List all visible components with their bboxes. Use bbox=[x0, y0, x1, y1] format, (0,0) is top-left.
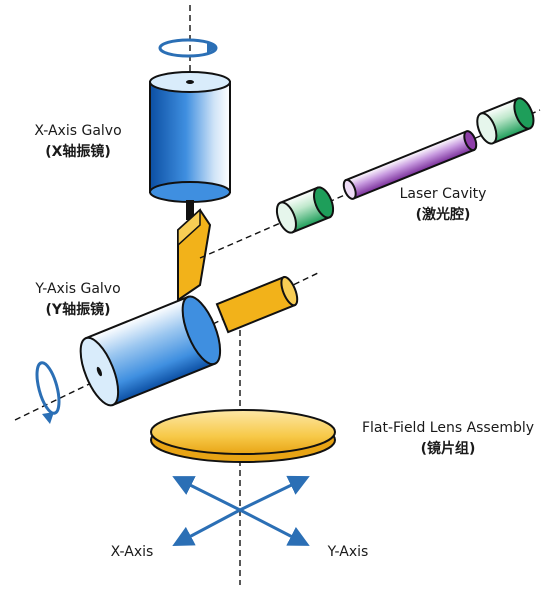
lens-assembly-label-cn: (镜片组) bbox=[421, 440, 476, 457]
y-galvo-mirror bbox=[215, 275, 299, 334]
y-galvo-label-cn: (Y轴振镜) bbox=[46, 301, 111, 318]
x-galvo-mirror bbox=[177, 208, 212, 302]
x-galvo-label-cn: (X轴振镜) bbox=[45, 143, 111, 160]
laser-cavity-label-cn: (激光腔) bbox=[416, 206, 471, 223]
lens-assembly-label: Flat-Field Lens Assembly bbox=[362, 420, 534, 436]
laser-cavity bbox=[275, 97, 535, 234]
x-axis-label: X-Axis bbox=[111, 544, 154, 560]
y-galvo-rotation-icon bbox=[35, 361, 61, 424]
y-galvo-label: Y-Axis Galvo bbox=[34, 281, 120, 297]
flat-field-lens bbox=[150, 409, 336, 463]
y-axis-label: Y-Axis bbox=[327, 544, 369, 560]
x-axis-galvo bbox=[149, 71, 231, 220]
scan-axis-arrows bbox=[172, 475, 310, 546]
x-galvo-rotation-icon bbox=[158, 38, 218, 58]
laser-cavity-label: Laser Cavity bbox=[400, 186, 487, 202]
y-axis-galvo bbox=[79, 295, 222, 407]
x-galvo-label: X-Axis Galvo bbox=[34, 123, 121, 139]
